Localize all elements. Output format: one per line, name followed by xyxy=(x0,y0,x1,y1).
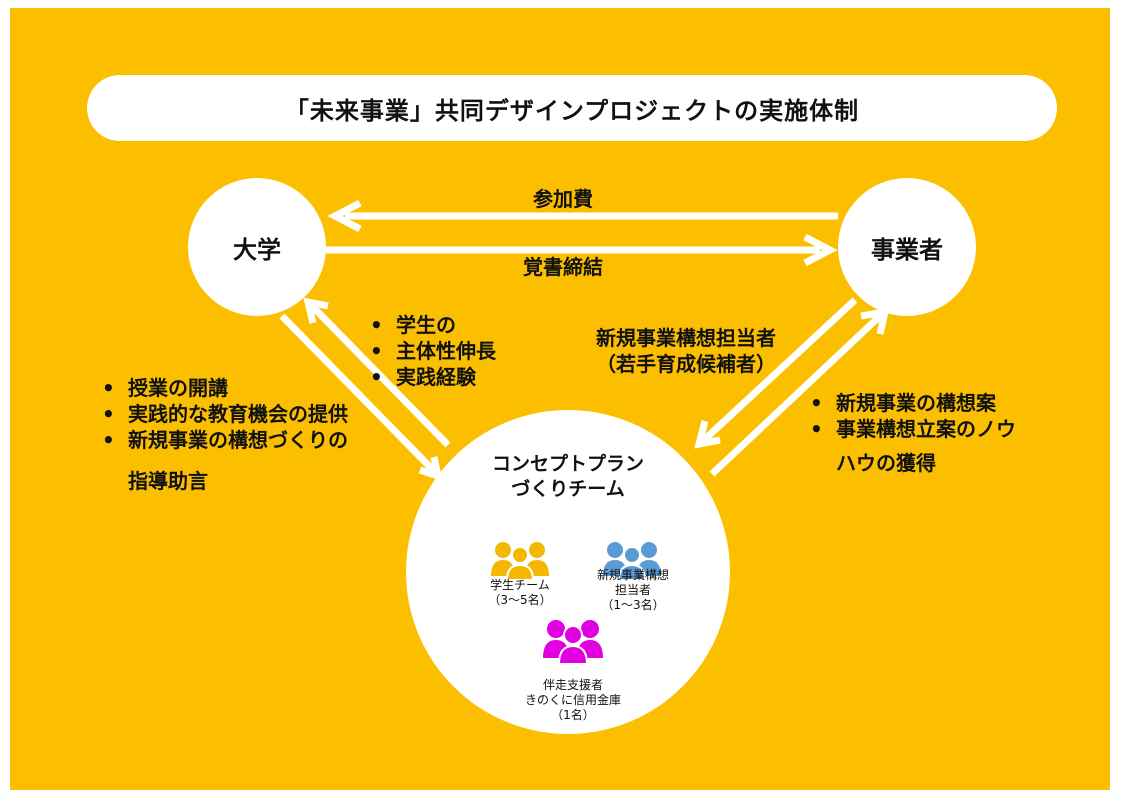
contribution-line: （若手育成候補者） xyxy=(596,352,776,376)
university-contributions: 授業の開講 実践的な教育機会の提供 新規事業の構想づくりの xyxy=(98,375,348,453)
planners-label: 新規事業構想 担当者 （1～3名） xyxy=(585,568,681,613)
business-node: 事業者 xyxy=(838,178,976,316)
people-group-icon xyxy=(603,542,661,580)
supporter-org: きのくに信用金庫 xyxy=(524,693,621,707)
arrow-biz-to-team xyxy=(701,297,858,443)
list-item: 実践経験 xyxy=(366,364,496,390)
arrow-fee-head xyxy=(327,199,362,233)
list-item: 実践的な教育機会の提供 xyxy=(98,401,348,427)
planners-count: （1～3名） xyxy=(601,598,665,612)
planners-name: 新規事業構想 xyxy=(596,568,669,582)
students-name: 学生チーム xyxy=(490,578,550,592)
list-item: 新規事業の構想案 xyxy=(806,390,1016,416)
university-label: 大学 xyxy=(233,235,281,264)
arrow-team-to-biz xyxy=(709,313,883,477)
fee-label: 参加費 xyxy=(533,187,593,211)
list-item: 授業の開講 xyxy=(98,375,348,401)
title-banner: 「未来事業」共同デザインプロジェクトの実施体制 xyxy=(87,75,1057,141)
contribution-line: 新規事業構想担当者 xyxy=(596,326,776,350)
supporter-count: （1名） xyxy=(551,708,595,722)
list-item: 事業構想立案のノウ xyxy=(806,416,1016,442)
team-title-line: コンセプトプラン xyxy=(491,453,644,475)
people-group-icon xyxy=(543,620,603,664)
supporter-label: 伴走支援者 きのくに信用金庫 （1名） xyxy=(511,678,635,723)
people-group-icon xyxy=(491,542,549,580)
page-title: 「未来事業」共同デザインプロジェクトの実施体制 xyxy=(284,96,860,125)
planners-name: 担当者 xyxy=(614,583,651,597)
list-item: 学生の xyxy=(366,312,496,338)
team-title: コンセプトプラン づくりチーム xyxy=(486,452,650,501)
business-contribution: 新規事業構想担当者 （若手育成候補者） xyxy=(596,325,776,377)
university-node: 大学 xyxy=(188,178,326,316)
memo-label: 覚書締結 xyxy=(523,255,603,279)
university-benefits: 学生の 主体性伸長 実践経験 xyxy=(366,312,496,390)
team-node xyxy=(406,410,730,734)
arrow-team-to-univ-head xyxy=(303,297,329,324)
business-label: 事業者 xyxy=(871,235,943,264)
arrow-univ-to-team xyxy=(279,313,438,475)
team-title-line: づくりチーム xyxy=(511,477,625,500)
list-item-nobullet: 主体性伸長 xyxy=(366,338,496,364)
supporter-role: 伴走支援者 xyxy=(542,678,603,692)
students-label: 学生チーム （3～5名） xyxy=(476,578,564,608)
arrow-memo-head xyxy=(803,233,838,267)
list-item-continuation: ハウの獲得 xyxy=(836,451,936,475)
students-count: （3～5名） xyxy=(488,593,552,607)
list-item-continuation: 主体性伸長 xyxy=(396,339,496,363)
list-item-continuation: 指導助言 xyxy=(128,469,208,493)
list-item: 新規事業の構想づくりの xyxy=(98,427,348,453)
business-benefits: 新規事業の構想案 事業構想立案のノウ xyxy=(806,390,1016,442)
arrow-biz-to-team-head xyxy=(694,420,721,449)
